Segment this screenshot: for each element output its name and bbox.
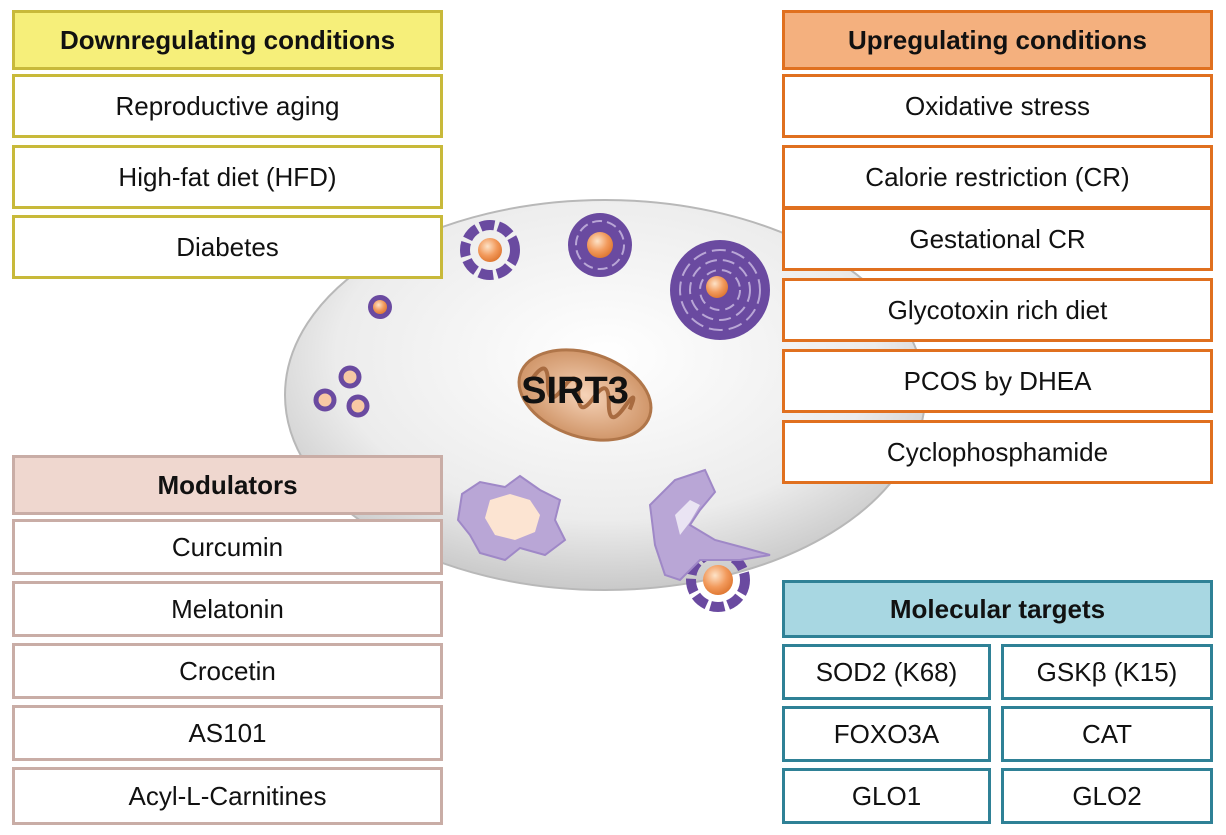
upregulating-item: Gestational CR: [782, 207, 1213, 271]
upregulating-header: Upregulating conditions: [782, 10, 1213, 70]
molecular-targets-header: Molecular targets: [782, 580, 1213, 638]
modulator-item: Crocetin: [12, 643, 443, 699]
center-label: SIRT3: [521, 370, 629, 412]
modulator-item: Curcumin: [12, 519, 443, 575]
modulator-item: Melatonin: [12, 581, 443, 637]
downregulating-header: Downregulating conditions: [12, 10, 443, 70]
ruptured-follicle: [648, 468, 771, 582]
upregulating-item: Cyclophosphamide: [782, 420, 1213, 484]
antral-follicle: [670, 240, 770, 340]
molecular-target-item: GLO2: [1001, 768, 1213, 824]
upregulating-item: PCOS by DHEA: [782, 349, 1213, 413]
modulator-item: AS101: [12, 705, 443, 761]
molecular-target-item: CAT: [1001, 706, 1213, 762]
upregulating-item: Glycotoxin rich diet: [782, 278, 1213, 342]
downregulating-item: Diabetes: [12, 215, 443, 279]
molecular-target-item: SOD2 (K68): [782, 644, 991, 700]
primordial-follicle: [313, 365, 370, 418]
upregulating-item: Calorie restriction (CR): [782, 145, 1213, 209]
primary-follicle: [368, 295, 392, 319]
secondary-follicle: [460, 220, 520, 280]
molecular-target-item: GLO1: [782, 768, 991, 824]
preantral-follicle: [568, 213, 632, 277]
upregulating-item: Oxidative stress: [782, 74, 1213, 138]
molecular-target-item: FOXO3A: [782, 706, 991, 762]
downregulating-item: High-fat diet (HFD): [12, 145, 443, 209]
mitochondrion-icon: [517, 348, 653, 442]
modulator-item: Acyl-L-Carnitines: [12, 767, 443, 825]
molecular-target-item: GSKβ (K15): [1001, 644, 1213, 700]
modulators-header: Modulators: [12, 455, 443, 515]
downregulating-item: Reproductive aging: [12, 74, 443, 138]
